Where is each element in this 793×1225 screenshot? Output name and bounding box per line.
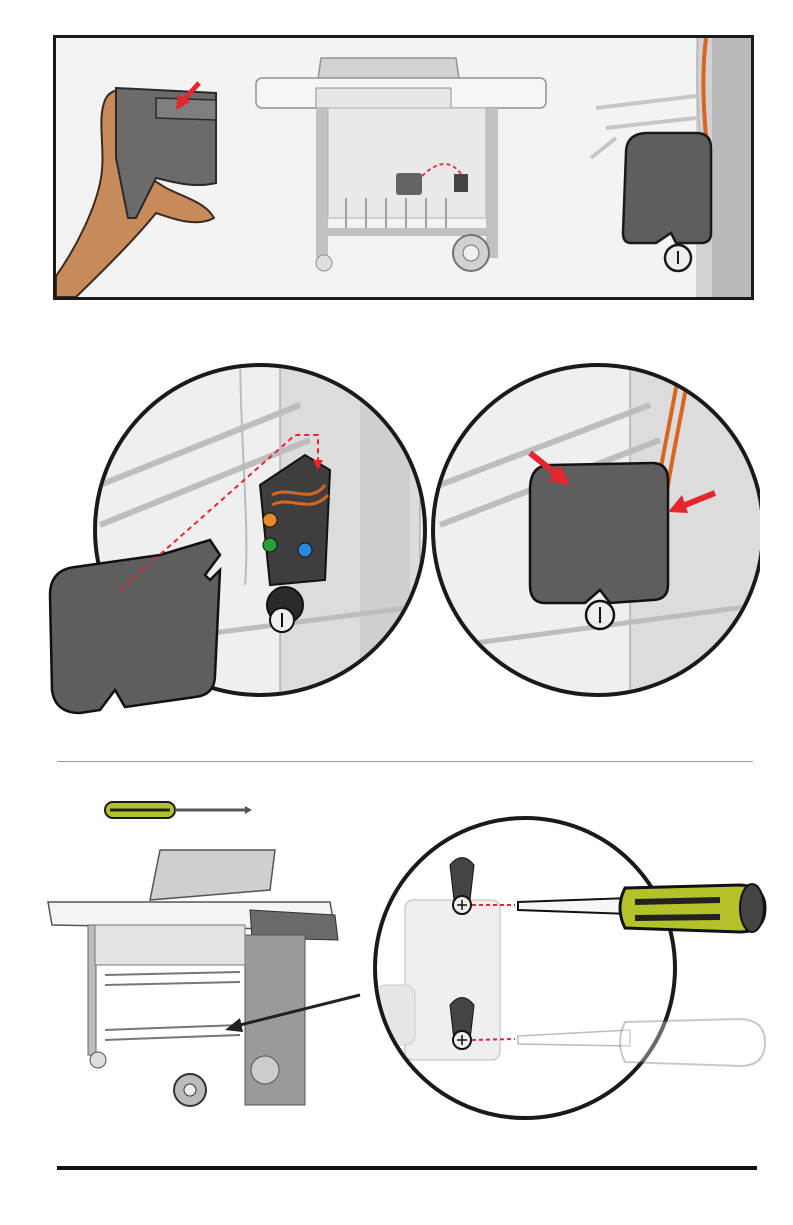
detail-circle-left bbox=[50, 345, 430, 713]
step-illustration-top bbox=[56, 38, 751, 297]
step-illustration-middle bbox=[40, 345, 760, 725]
step-panel-remove-cover bbox=[53, 35, 754, 300]
screwdriver-icon bbox=[105, 802, 252, 818]
screwdriver-ghost-icon bbox=[620, 1019, 765, 1066]
screw-icon bbox=[453, 1031, 471, 1049]
screw-icon bbox=[453, 896, 471, 914]
grill-icon bbox=[48, 850, 338, 1106]
detail-circle-right bbox=[433, 365, 760, 695]
cover-icon bbox=[50, 540, 220, 713]
page-bottom-rule bbox=[57, 1166, 757, 1170]
step-illustration-bottom bbox=[40, 790, 780, 1130]
screwdriver-icon bbox=[620, 884, 765, 932]
detail-circle-bottom bbox=[375, 818, 765, 1118]
section-divider bbox=[57, 761, 753, 762]
